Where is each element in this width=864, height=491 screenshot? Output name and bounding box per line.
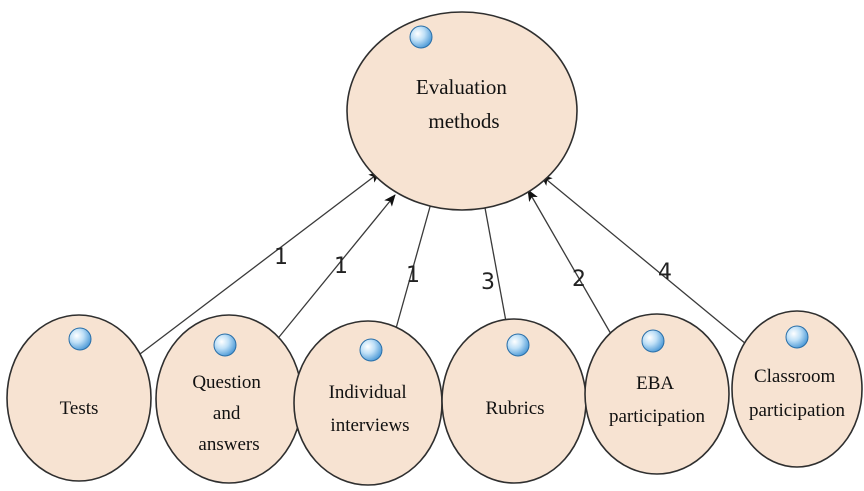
node-marker-icon [409,25,433,49]
label-line: Classroom [754,366,836,387]
label-line: Individual [329,382,407,403]
edge-label-individual-interviews: 1 [406,263,420,288]
node-marker-icon [506,333,530,357]
node-marker-icon [359,338,383,362]
label-line: answers [198,434,259,455]
label-line: EBA [636,373,674,394]
child-node-classroom-participation: Classroom participation [731,310,863,468]
edge-individual-interviews: 1 [394,195,435,333]
child-label-question-and-answers: Question and answers [192,372,265,455]
node-marker-icon [785,325,809,349]
edges: 1 1 1 3 2 4 [139,171,747,355]
child-label-tests: Tests [60,398,99,419]
child-label-rubrics: Rubrics [485,398,544,419]
label-line: participation [749,400,846,421]
label-line: Rubrics [485,398,544,419]
edge-label-rubrics: 3 [481,270,495,295]
root-node-evaluation-methods: Evaluation methods [346,11,578,211]
node-marker-icon [68,327,92,351]
label-line: interviews [330,415,409,436]
child-label-classroom-participation: Classroom participation [749,366,846,421]
child-node-rubrics: Rubrics [441,318,587,484]
edge-label-classroom-participation: 4 [658,260,672,285]
node-marker-icon [213,333,237,357]
label-line: and [213,403,241,424]
edge-label-question-and-answers: 1 [334,254,348,279]
edge-eba-participation: 2 [527,189,616,342]
edge-rubrics: 3 [480,196,508,328]
root-label-line-2: methods [428,109,499,133]
edge-label-eba-participation: 2 [572,267,586,292]
edge-classroom-participation: 4 [540,174,747,345]
root-label: Evaluation methods [416,75,512,133]
label-line: Question [192,372,261,393]
child-node-tests: Tests [6,314,152,482]
child-node-eba-participation: EBA participation [584,313,730,475]
child-node-question-and-answers: Question and answers [155,314,303,484]
edge-label-tests: 1 [274,245,288,270]
child-node-individual-interviews: Individual interviews [293,320,443,486]
node-marker-icon [641,329,665,353]
label-line: participation [609,406,706,427]
root-label-line-1: Evaluation [416,75,507,99]
edge-question-and-answers: 1 [274,194,396,343]
label-line: Tests [60,398,99,419]
child-label-individual-interviews: Individual interviews [329,382,412,436]
child-label-eba-participation: EBA participation [609,373,706,427]
edge-tests: 1 [139,171,381,355]
